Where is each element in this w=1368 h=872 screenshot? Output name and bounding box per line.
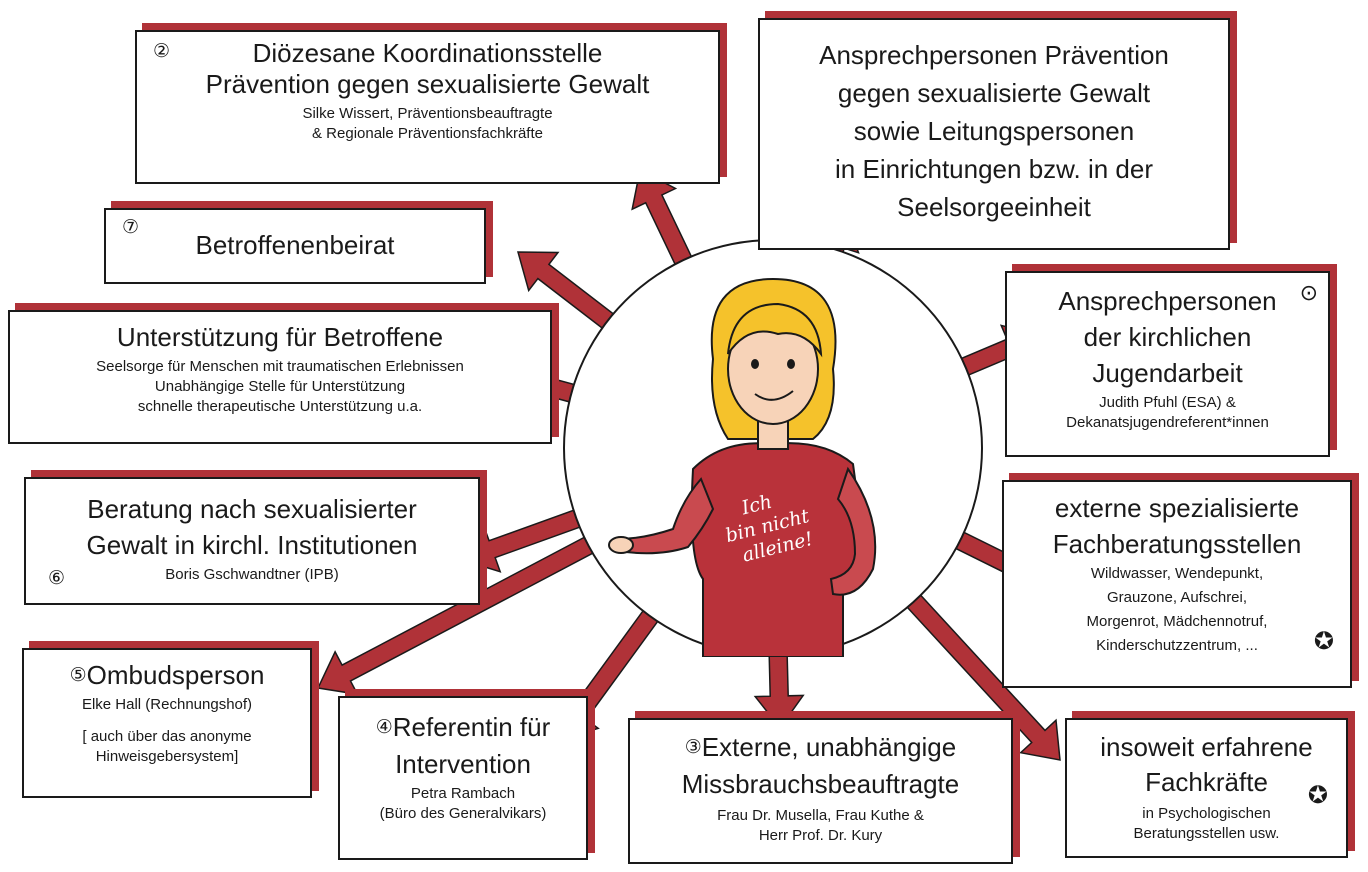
box-unterstuetzung-betroffene: Unterstützung für Betroffene Seelsorge f… bbox=[8, 310, 552, 444]
number-2: ② bbox=[153, 41, 171, 62]
insoweit-title-1: insoweit erfahrene bbox=[1100, 732, 1313, 762]
externe-fach-sub-1: Wildwasser, Wendepunkt, bbox=[1090, 565, 1264, 582]
referentin-title-row: ④Referentin für bbox=[340, 712, 586, 743]
ansprechpersonen-line-2: gegen sexualisierte Gewalt bbox=[837, 78, 1151, 108]
box-missbrauchsbeauftragte: ③Externe, unabhängige Missbrauchsbeauftr… bbox=[628, 718, 1013, 864]
betroffenenbeirat-title: Betroffenenbeirat bbox=[195, 230, 395, 260]
missbrauch-title-2: Missbrauchsbeauftragte bbox=[681, 769, 960, 799]
ombud-title-row: ⑤Ombudsperson bbox=[24, 660, 310, 691]
referentin-title-2: Intervention bbox=[395, 749, 531, 779]
number-4: ④ bbox=[375, 717, 393, 738]
ansprechpersonen-line-4: in Einrichtungen bzw. in der bbox=[835, 154, 1153, 184]
number-7: ⑦ bbox=[122, 217, 140, 238]
box-beratung-sexualisierte-gewalt: Beratung nach sexualisierter Gewalt in k… bbox=[24, 477, 480, 605]
ansprechpersonen-line-3: sowie Leitungspersonen bbox=[853, 116, 1135, 146]
box-ansprechpersonen-praevention: Ansprechpersonen Prävention gegen sexual… bbox=[758, 18, 1230, 250]
girl-illustration: Ich bin nicht alleine! bbox=[608, 277, 877, 657]
ombud-title: Ombudsperson bbox=[86, 660, 265, 690]
dioezesane-title-1: Diözesane Koordinationsstelle bbox=[252, 38, 603, 68]
number-3: ③ bbox=[684, 737, 702, 758]
ombud-sub-1: Elke Hall (Rechnungshof) bbox=[81, 696, 253, 713]
box-insoweit-erfahrene-fachkraefte: insoweit erfahrene Fachkräfte ✪ in Psych… bbox=[1065, 718, 1348, 858]
insoweit-star-icon: ✪ bbox=[1307, 782, 1328, 809]
missbrauch-title-row: ③Externe, unabhängige bbox=[630, 732, 1011, 763]
insoweit-sub-2: Beratungsstellen usw. bbox=[1133, 825, 1280, 842]
box-dioezesane-koordinationsstelle: ② Diözesane Koordinationsstelle Präventi… bbox=[135, 30, 720, 184]
ansprechpersonen-line-1: Ansprechpersonen Prävention bbox=[819, 40, 1169, 70]
unterstuetzung-sub-3: schnelle therapeutische Unterstützung u.… bbox=[137, 398, 423, 415]
number-6: ⑥ bbox=[48, 568, 66, 589]
jugendarbeit-sub-2: Dekanatsjugendreferent*innen bbox=[1066, 414, 1269, 431]
unterstuetzung-title: Unterstützung für Betroffene bbox=[116, 322, 444, 352]
number-5: ⑤ bbox=[69, 665, 87, 686]
box-betroffenenbeirat: ⑦ Betroffenenbeirat bbox=[104, 208, 486, 284]
externe-fach-sub-2: Grauzone, Aufschrei, bbox=[1106, 589, 1248, 606]
box-ombudsperson: ⑤Ombudsperson Elke Hall (Rechnungshof) [… bbox=[22, 648, 312, 798]
missbrauch-sub-1: Frau Dr. Musella, Frau Kuthe & bbox=[717, 807, 924, 824]
ombud-sub-3: Hinweisgebersystem] bbox=[95, 748, 239, 765]
box-jugendarbeit: ⊙ Ansprechpersonen der kirchlichen Jugen… bbox=[1005, 271, 1330, 457]
jugendarbeit-sub-1: Judith Pfuhl (ESA) & bbox=[1099, 394, 1236, 411]
missbrauch-sub-2: Herr Prof. Dr. Kury bbox=[758, 827, 883, 844]
beratung-title-2: Gewalt in kirchl. Institutionen bbox=[86, 530, 418, 560]
referentin-sub-2: (Büro des Generalvikars) bbox=[379, 805, 547, 822]
unterstuetzung-sub-2: Unabhängige Stelle für Unterstützung bbox=[154, 378, 406, 395]
beratung-title-1: Beratung nach sexualisierter bbox=[87, 494, 417, 524]
ombud-sub-2: [ auch über das anonyme bbox=[82, 728, 252, 745]
jugendarbeit-title-3: Jugendarbeit bbox=[1092, 358, 1243, 388]
insoweit-sub-1: in Psychologischen bbox=[1142, 805, 1271, 822]
referentin-sub-1: Petra Rambach bbox=[410, 785, 516, 802]
referentin-title-1: Referentin für bbox=[392, 712, 551, 742]
externe-fach-sub-3: Morgenrot, Mädchennotruf, bbox=[1086, 613, 1268, 630]
insoweit-title-2: Fachkräfte bbox=[1145, 767, 1268, 797]
jugendarbeit-title-1: Ansprechpersonen bbox=[1058, 286, 1277, 316]
missbrauch-title-1: Externe, unabhängige bbox=[701, 732, 957, 762]
externe-fach-star-icon: ✪ bbox=[1313, 628, 1334, 655]
dioezesane-title-2: Prävention gegen sexualisierte Gewalt bbox=[205, 69, 650, 99]
ansprechpersonen-line-5: Seelsorgeeinheit bbox=[897, 192, 1091, 222]
externe-fach-title-1: externe spezialisierte bbox=[1054, 493, 1300, 523]
box-referentin-intervention: ④Referentin für Intervention Petra Ramba… bbox=[338, 696, 588, 860]
externe-fach-sub-4: Kinderschutzzentrum, ... bbox=[1096, 637, 1258, 654]
dioezesane-sub-1: Silke Wissert, Präventionsbeauftragte bbox=[302, 105, 553, 122]
unterstuetzung-sub-1: Seelsorge für Menschen mit traumatischen… bbox=[96, 358, 464, 375]
box-externe-fachberatungsstellen: externe spezialisierte Fachberatungsstel… bbox=[1002, 480, 1352, 688]
jugendarbeit-marker-icon: ⊙ bbox=[1299, 280, 1318, 305]
beratung-sub: Boris Gschwandtner (IPB) bbox=[165, 566, 339, 583]
jugendarbeit-title-2: der kirchlichen bbox=[1083, 322, 1252, 352]
externe-fach-title-2: Fachberatungsstellen bbox=[1052, 529, 1302, 559]
dioezesane-sub-2: & Regionale Präventionsfachkräfte bbox=[312, 125, 543, 142]
